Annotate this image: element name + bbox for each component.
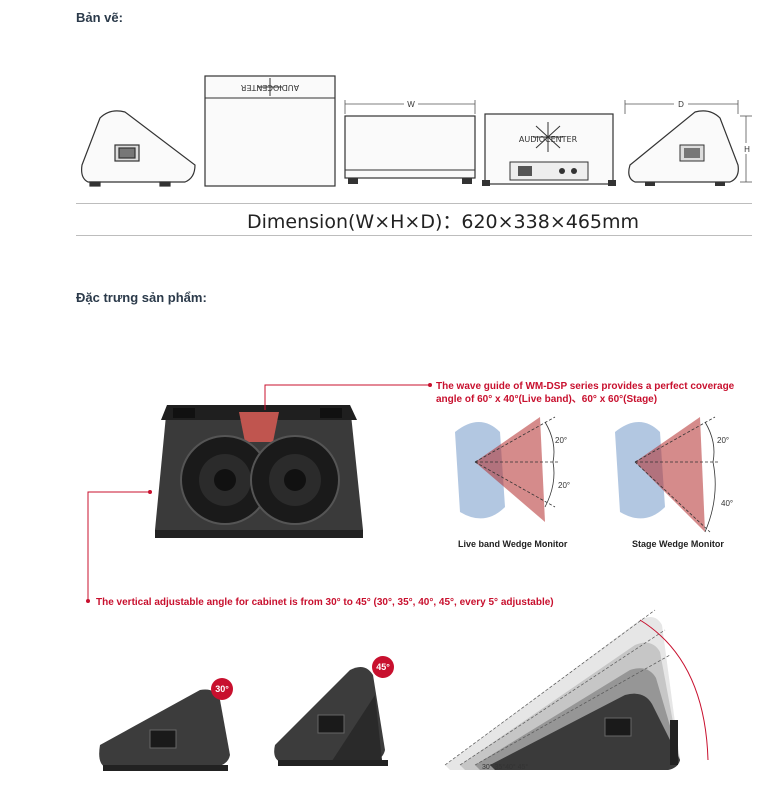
stage-bottom-angle: 40° bbox=[721, 499, 734, 508]
angle-note: The vertical adjustable angle for cabine… bbox=[96, 597, 554, 608]
dimension-drawings: AUDIOCENTER W AUDIOCENTER bbox=[81, 75, 753, 187]
stage-diagram bbox=[615, 416, 720, 533]
stage-caption: Stage Wedge Monitor bbox=[632, 539, 724, 549]
front-view bbox=[482, 113, 616, 186]
rear-view bbox=[204, 75, 336, 187]
badge-45: 45° bbox=[372, 656, 394, 678]
badge-30: 30° bbox=[211, 678, 233, 700]
live-top-angle: 20° bbox=[555, 436, 568, 445]
label-h: H bbox=[744, 145, 750, 154]
waveguide-note: The wave guide of WM-DSP series provides… bbox=[436, 381, 735, 405]
features-heading: Đặc trưng sản phẩm: bbox=[76, 290, 207, 305]
live-band-caption: Live band Wedge Monitor bbox=[458, 539, 568, 549]
brand-mirrored: AUDIOCENTER bbox=[240, 83, 299, 92]
angle-overlay-photo bbox=[444, 609, 709, 770]
speaker-front-photo bbox=[155, 405, 363, 538]
label-w: W bbox=[407, 100, 415, 109]
stage-top-angle: 20° bbox=[717, 436, 730, 445]
top-view bbox=[344, 100, 476, 184]
drawing-heading: Bản vẽ: bbox=[76, 10, 123, 25]
wedge-45-photo bbox=[274, 666, 388, 766]
angle-scale: 30° 35°40° 45° bbox=[482, 764, 529, 771]
drawing-rule-bottom bbox=[76, 235, 752, 236]
side-view-left bbox=[81, 110, 196, 187]
brand-front: AUDIOCENTER bbox=[519, 135, 578, 144]
label-d: D bbox=[678, 100, 684, 109]
dimension-text: Dimension(W×H×D)：620×338×465mm bbox=[247, 211, 640, 233]
wedge-30-photo bbox=[99, 689, 230, 771]
live-bottom-angle: 20° bbox=[558, 481, 571, 490]
live-band-diagram bbox=[455, 416, 560, 522]
drawing-rule-top bbox=[76, 203, 752, 204]
